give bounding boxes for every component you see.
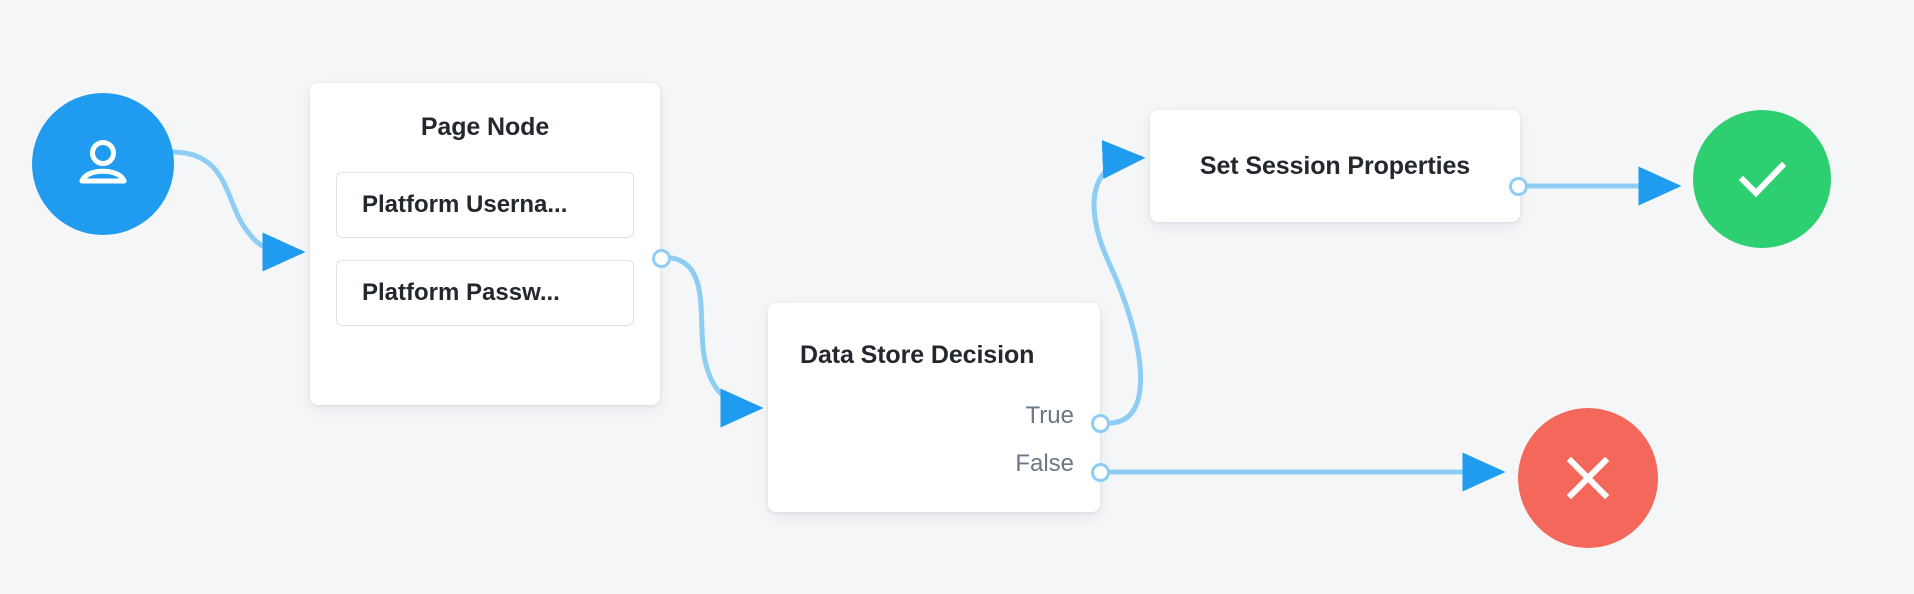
decision-node-title: Data Store Decision — [800, 341, 1035, 369]
page-node[interactable]: Page Node Platform Userna... Platform Pa… — [310, 83, 660, 405]
start-node[interactable] — [32, 93, 174, 235]
port-session-output[interactable] — [1509, 177, 1528, 196]
port-decision-true[interactable] — [1091, 414, 1110, 433]
port-page-node-output[interactable] — [652, 249, 671, 268]
user-icon — [79, 140, 127, 184]
edge-true-to-session — [1091, 140, 1146, 426]
data-store-decision-node[interactable]: Data Store Decision True False — [768, 303, 1100, 512]
set-session-properties-node[interactable]: Set Session Properties — [1150, 110, 1520, 222]
field-platform-username[interactable]: Platform Userna... — [336, 172, 634, 238]
session-node-title: Set Session Properties — [1199, 151, 1471, 180]
failure-node[interactable] — [1518, 408, 1658, 548]
port-decision-false[interactable] — [1091, 463, 1110, 482]
outcome-false: False — [1015, 450, 1074, 477]
page-node-field-list: Platform Userna... Platform Passw... — [310, 172, 660, 326]
edge-page-to-decision — [669, 255, 764, 428]
edge-start-to-page — [169, 149, 306, 272]
close-icon — [1566, 456, 1610, 500]
page-node-title: Page Node — [420, 113, 550, 141]
outcome-true: True — [1025, 402, 1074, 429]
field-platform-password[interactable]: Platform Passw... — [336, 260, 634, 326]
decision-outcome-list: True False — [768, 392, 1100, 488]
success-node[interactable] — [1693, 110, 1831, 248]
check-icon — [1738, 161, 1787, 198]
